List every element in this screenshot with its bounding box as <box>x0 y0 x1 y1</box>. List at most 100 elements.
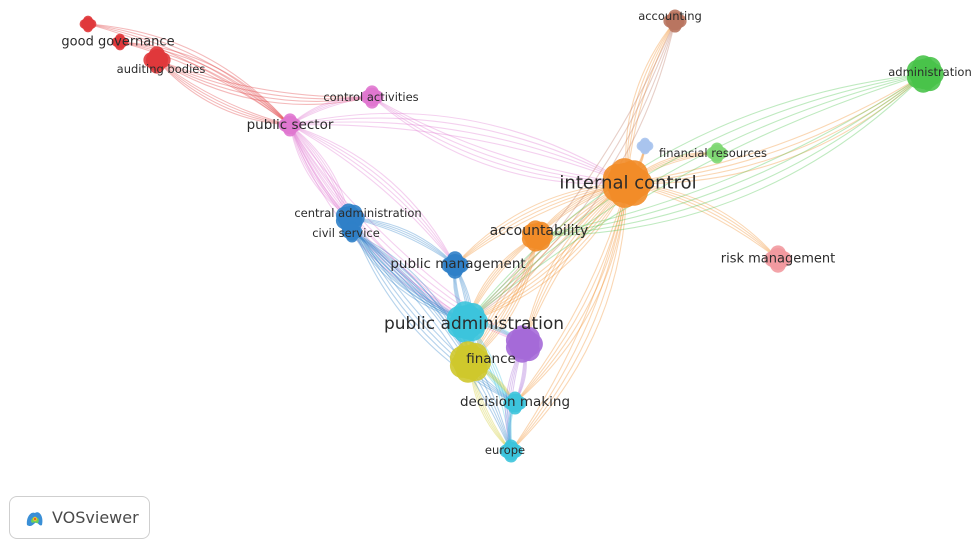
label-public-management: public management <box>390 256 525 272</box>
node-core <box>606 162 648 204</box>
edge-auditing_bodies-control_activities <box>156 59 373 103</box>
edge-administration-public_administration <box>466 73 926 323</box>
edge-administration-public_administration <box>466 73 926 323</box>
label-civil-service: civil service <box>312 226 380 240</box>
node-auditing-bodies[interactable] <box>143 46 171 74</box>
label-public-sector: public sector <box>247 117 334 133</box>
label-financial-resources: financial resources <box>659 146 767 160</box>
node-decision-making[interactable] <box>503 391 527 415</box>
node-control-activities[interactable] <box>360 85 384 109</box>
edge-public_sector-public_management <box>289 124 456 266</box>
label-administration: administration <box>888 65 972 79</box>
edge-administration-accountability <box>536 73 926 237</box>
edge-auditing_bodies-public_sector <box>156 59 291 126</box>
edge-central_administration-decision_making <box>349 217 516 404</box>
edge-auditing_bodies-control_activities <box>156 59 373 98</box>
edge-administration-accountability <box>536 73 926 237</box>
edge-civil_service-europe <box>351 231 512 452</box>
node-core <box>505 393 525 413</box>
node-accounting[interactable] <box>663 9 687 33</box>
edge-public_sector-internal_control <box>289 117 628 184</box>
label-control-activities: control activities <box>323 90 418 104</box>
node-administration[interactable] <box>906 55 944 93</box>
label-europe: europe <box>485 443 525 457</box>
edge-internal_control-decision_making <box>514 182 628 404</box>
node-core <box>146 49 168 71</box>
node-lightblue-node[interactable] <box>636 137 654 155</box>
edge-red_extra-public_sector <box>119 41 291 126</box>
edge-internal_control-europe <box>510 182 628 452</box>
label-accountability: accountability <box>490 223 589 239</box>
edge-internal_control-europe <box>510 182 628 452</box>
edge-public_sector-public_administration <box>289 124 468 323</box>
node-public-management[interactable] <box>441 251 469 279</box>
node-core <box>501 441 521 461</box>
edge-auditing_bodies-control_activities <box>156 59 373 105</box>
node-europe[interactable] <box>499 439 523 463</box>
edge-good_governance-public_sector <box>87 23 291 126</box>
edge-central_administration-decision_making <box>349 217 516 404</box>
edge-internal_control-purple_node <box>523 182 628 345</box>
node-core <box>450 305 484 339</box>
nodes-layer <box>79 9 944 463</box>
label-auditing-bodies: auditing bodies <box>117 62 206 76</box>
edge-internal_control-decision_making <box>514 182 628 404</box>
node-purple-node[interactable] <box>505 325 543 363</box>
edge-accounting-public_administration <box>466 20 676 323</box>
edge-control_activities-internal_control <box>371 96 628 184</box>
node-civil-service[interactable] <box>341 221 363 243</box>
edge-red_extra-public_sector <box>119 41 291 126</box>
node-core <box>81 17 95 31</box>
vosviewer-logo-icon <box>26 511 43 526</box>
node-public-administration[interactable] <box>446 301 488 343</box>
edge-internal_control-administration <box>626 73 926 184</box>
edge-control_activities-internal_control <box>371 96 628 184</box>
edge-auditing_bodies-public_sector <box>156 59 291 126</box>
node-core <box>444 254 466 276</box>
label-decision-making: decision making <box>460 394 570 410</box>
edge-public_sector-internal_control <box>289 124 628 184</box>
node-accountability[interactable] <box>521 220 553 252</box>
edge-central_administration-decision_making <box>349 217 516 404</box>
vosviewer-badge[interactable]: VOSviewer <box>9 496 150 539</box>
edge-internal_control-finance <box>469 182 628 363</box>
node-good-governance[interactable] <box>79 15 97 33</box>
node-core <box>113 35 127 49</box>
edge-civil_service-finance <box>351 231 471 363</box>
edge-public_sector-internal_control <box>289 112 628 184</box>
node-internal-control[interactable] <box>602 158 653 208</box>
node-public-sector[interactable] <box>278 113 302 137</box>
edge-administration-public_administration <box>466 73 926 323</box>
edge-internal_control-administration <box>626 73 926 184</box>
node-core <box>508 328 540 360</box>
edge-administration-accountability <box>536 73 926 237</box>
edge-public_sector-internal_control <box>289 121 628 184</box>
edge-public_sector-public_administration <box>289 124 468 323</box>
label-public-administration: public administration <box>384 314 564 334</box>
node-core <box>909 58 941 90</box>
label-accounting: accounting <box>638 9 702 23</box>
node-core <box>708 144 726 162</box>
edge-public_sector-public_management <box>289 124 456 266</box>
node-core <box>767 248 789 270</box>
edge-good_governance-public_sector <box>87 23 291 126</box>
edge-control_activities-internal_control <box>371 96 628 185</box>
edge-internal_control-decision_making <box>514 182 628 404</box>
edge-auditing_bodies-control_activities <box>156 59 373 100</box>
edge-internal_control-decision_making <box>514 182 628 404</box>
node-risk-management[interactable] <box>764 245 792 273</box>
label-risk-management: risk management <box>721 252 835 267</box>
edge-central_administration-decision_making <box>349 217 516 404</box>
edge-public_sector-public_administration <box>289 124 468 323</box>
edge-accounting-public_administration <box>466 20 676 323</box>
node-finance[interactable] <box>449 341 491 383</box>
label-internal-control: internal control <box>559 173 696 194</box>
node-red-extra[interactable] <box>111 33 129 51</box>
edge-public_sector-public_management <box>289 124 456 266</box>
label-central-administration: central administration <box>294 206 421 220</box>
node-core <box>280 115 300 135</box>
node-financial-resources[interactable] <box>706 142 728 164</box>
edge-internal_control-finance <box>469 182 628 363</box>
